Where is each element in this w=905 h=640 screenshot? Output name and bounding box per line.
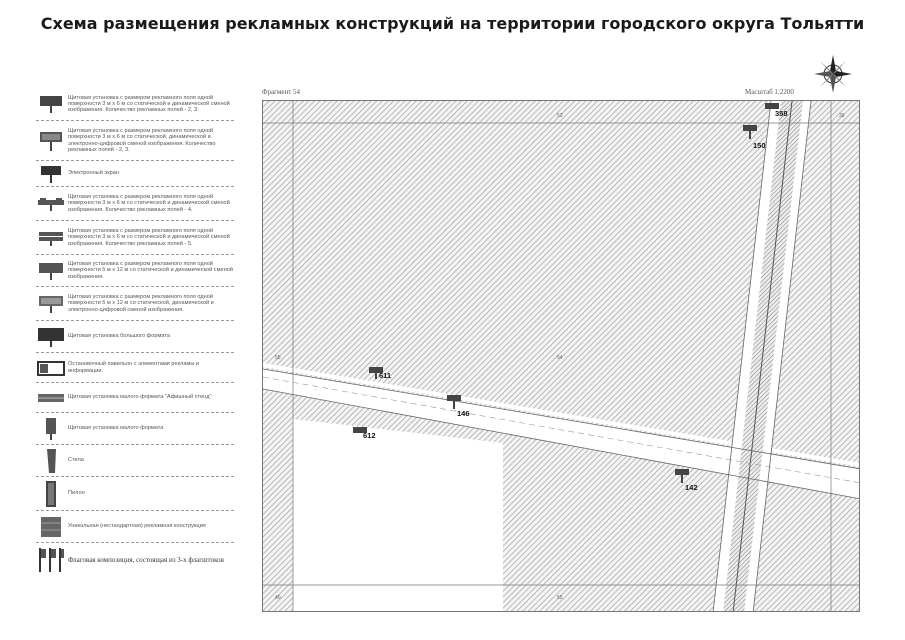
fragment-label: Фрагмент 54 xyxy=(262,88,301,96)
grid-cell-label: 53 xyxy=(557,113,563,119)
legend-label: Стела xyxy=(68,457,84,464)
page-title: Схема размещения рекламных конструкций н… xyxy=(40,14,865,33)
billboard-3x6-five-fields-icon xyxy=(36,229,66,247)
legend-item: Щитовая установка с размером рекламного … xyxy=(36,255,234,287)
legend-item: Щитовая установка с размером рекламного … xyxy=(36,121,234,161)
legend-label: Щитовая установка с размером рекламного … xyxy=(68,127,216,153)
billboard-3x6-static-dynamic-icon xyxy=(36,94,66,114)
legend-item: Щитовая установка большого формата xyxy=(36,321,234,353)
billboard-3x6-electronic-icon xyxy=(36,130,66,152)
billboard-3x6-four-fields-icon xyxy=(36,196,66,212)
bus-stop-pavilion-icon xyxy=(36,359,66,377)
pylon-icon xyxy=(36,479,66,509)
legend-label: Щитовая установка малого формата "Афишны… xyxy=(68,394,212,401)
construction-marker[interactable]: 142 xyxy=(685,483,698,492)
flag-composition-icon xyxy=(36,546,66,574)
legend-label: Щитовая установка с размером рекламного … xyxy=(68,94,230,114)
construction-marker[interactable]: 612 xyxy=(363,431,376,440)
legend-item: Электронный экран xyxy=(36,161,234,187)
large-format-billboard-icon xyxy=(36,326,66,348)
legend-item: Щитовая установка малого формата "Афишны… xyxy=(36,383,234,413)
legend-item: Щитовая установка с размером рекламного … xyxy=(36,221,234,255)
construction-marker[interactable]: 358 xyxy=(775,109,788,118)
map-drawing xyxy=(263,101,859,611)
legend-label: Щитовая установка большого формата xyxy=(68,333,170,340)
scale-label: Масштаб 1:2200 xyxy=(745,88,794,96)
grid-cell-label: 55 xyxy=(275,355,281,361)
map-legend: Щитовая установка с размером рекламного … xyxy=(36,88,234,577)
legend-label: Уникальная (нестандартная) рекламная кон… xyxy=(68,523,206,530)
construction-marker[interactable]: 150 xyxy=(753,141,766,150)
legend-label: Щитовая установка малого формата xyxy=(68,425,164,432)
legend-item: Щитовая установка с размером рекламного … xyxy=(36,187,234,221)
legend-item: Щитовая установка с размером рекламного … xyxy=(36,287,234,321)
legend-item: Остановочный павильон с элементами рекла… xyxy=(36,353,234,383)
legend-label: Щитовая установка с размером рекламного … xyxy=(68,261,233,280)
unique-construction-icon xyxy=(36,515,66,539)
billboard-5x12-static-icon xyxy=(36,261,66,281)
legend-item: Щитовая установка малого формата xyxy=(36,413,234,445)
legend-label: Остановочный павильон с элементами рекла… xyxy=(68,361,200,374)
stele-icon xyxy=(36,447,66,475)
small-format-billboard-icon xyxy=(36,391,66,405)
grid-cell-label: 39 xyxy=(839,113,845,119)
legend-label: Электронный экран xyxy=(68,170,119,177)
compass-rose-icon xyxy=(813,54,853,94)
legend-item: Пилон xyxy=(36,477,234,511)
grid-cell-label: 55 xyxy=(557,595,563,601)
legend-label: Щитовая установка с размером рекламного … xyxy=(68,294,214,313)
legend-item: Уникальная (нестандартная) рекламная кон… xyxy=(36,511,234,543)
legend-label: Пилон xyxy=(68,490,85,497)
grid-cell-label: 40 xyxy=(275,595,281,601)
grid-cell-label: 54 xyxy=(557,355,563,361)
legend-item: Флаговая композиция, состоящая из 3-х фл… xyxy=(36,543,234,577)
legend-item: Стела xyxy=(36,445,234,477)
electronic-screen-icon xyxy=(36,164,66,184)
legend-label: Щитовая установка с размером рекламного … xyxy=(68,228,230,247)
construction-marker[interactable]: 146 xyxy=(457,409,470,418)
small-format-stand-icon xyxy=(36,416,66,442)
construction-marker[interactable]: 611 xyxy=(379,371,392,380)
legend-label: Флаговая композиция, состоящая из 3-х фл… xyxy=(68,556,224,564)
billboard-5x12-electronic-icon xyxy=(36,294,66,314)
legend-item: Щитовая установка с размером рекламного … xyxy=(36,88,234,121)
map-fragment: 53 39 55 54 40 55 358 150 611 146 612 14… xyxy=(262,100,860,612)
legend-label: Щитовая установка с размером рекламного … xyxy=(68,194,230,213)
